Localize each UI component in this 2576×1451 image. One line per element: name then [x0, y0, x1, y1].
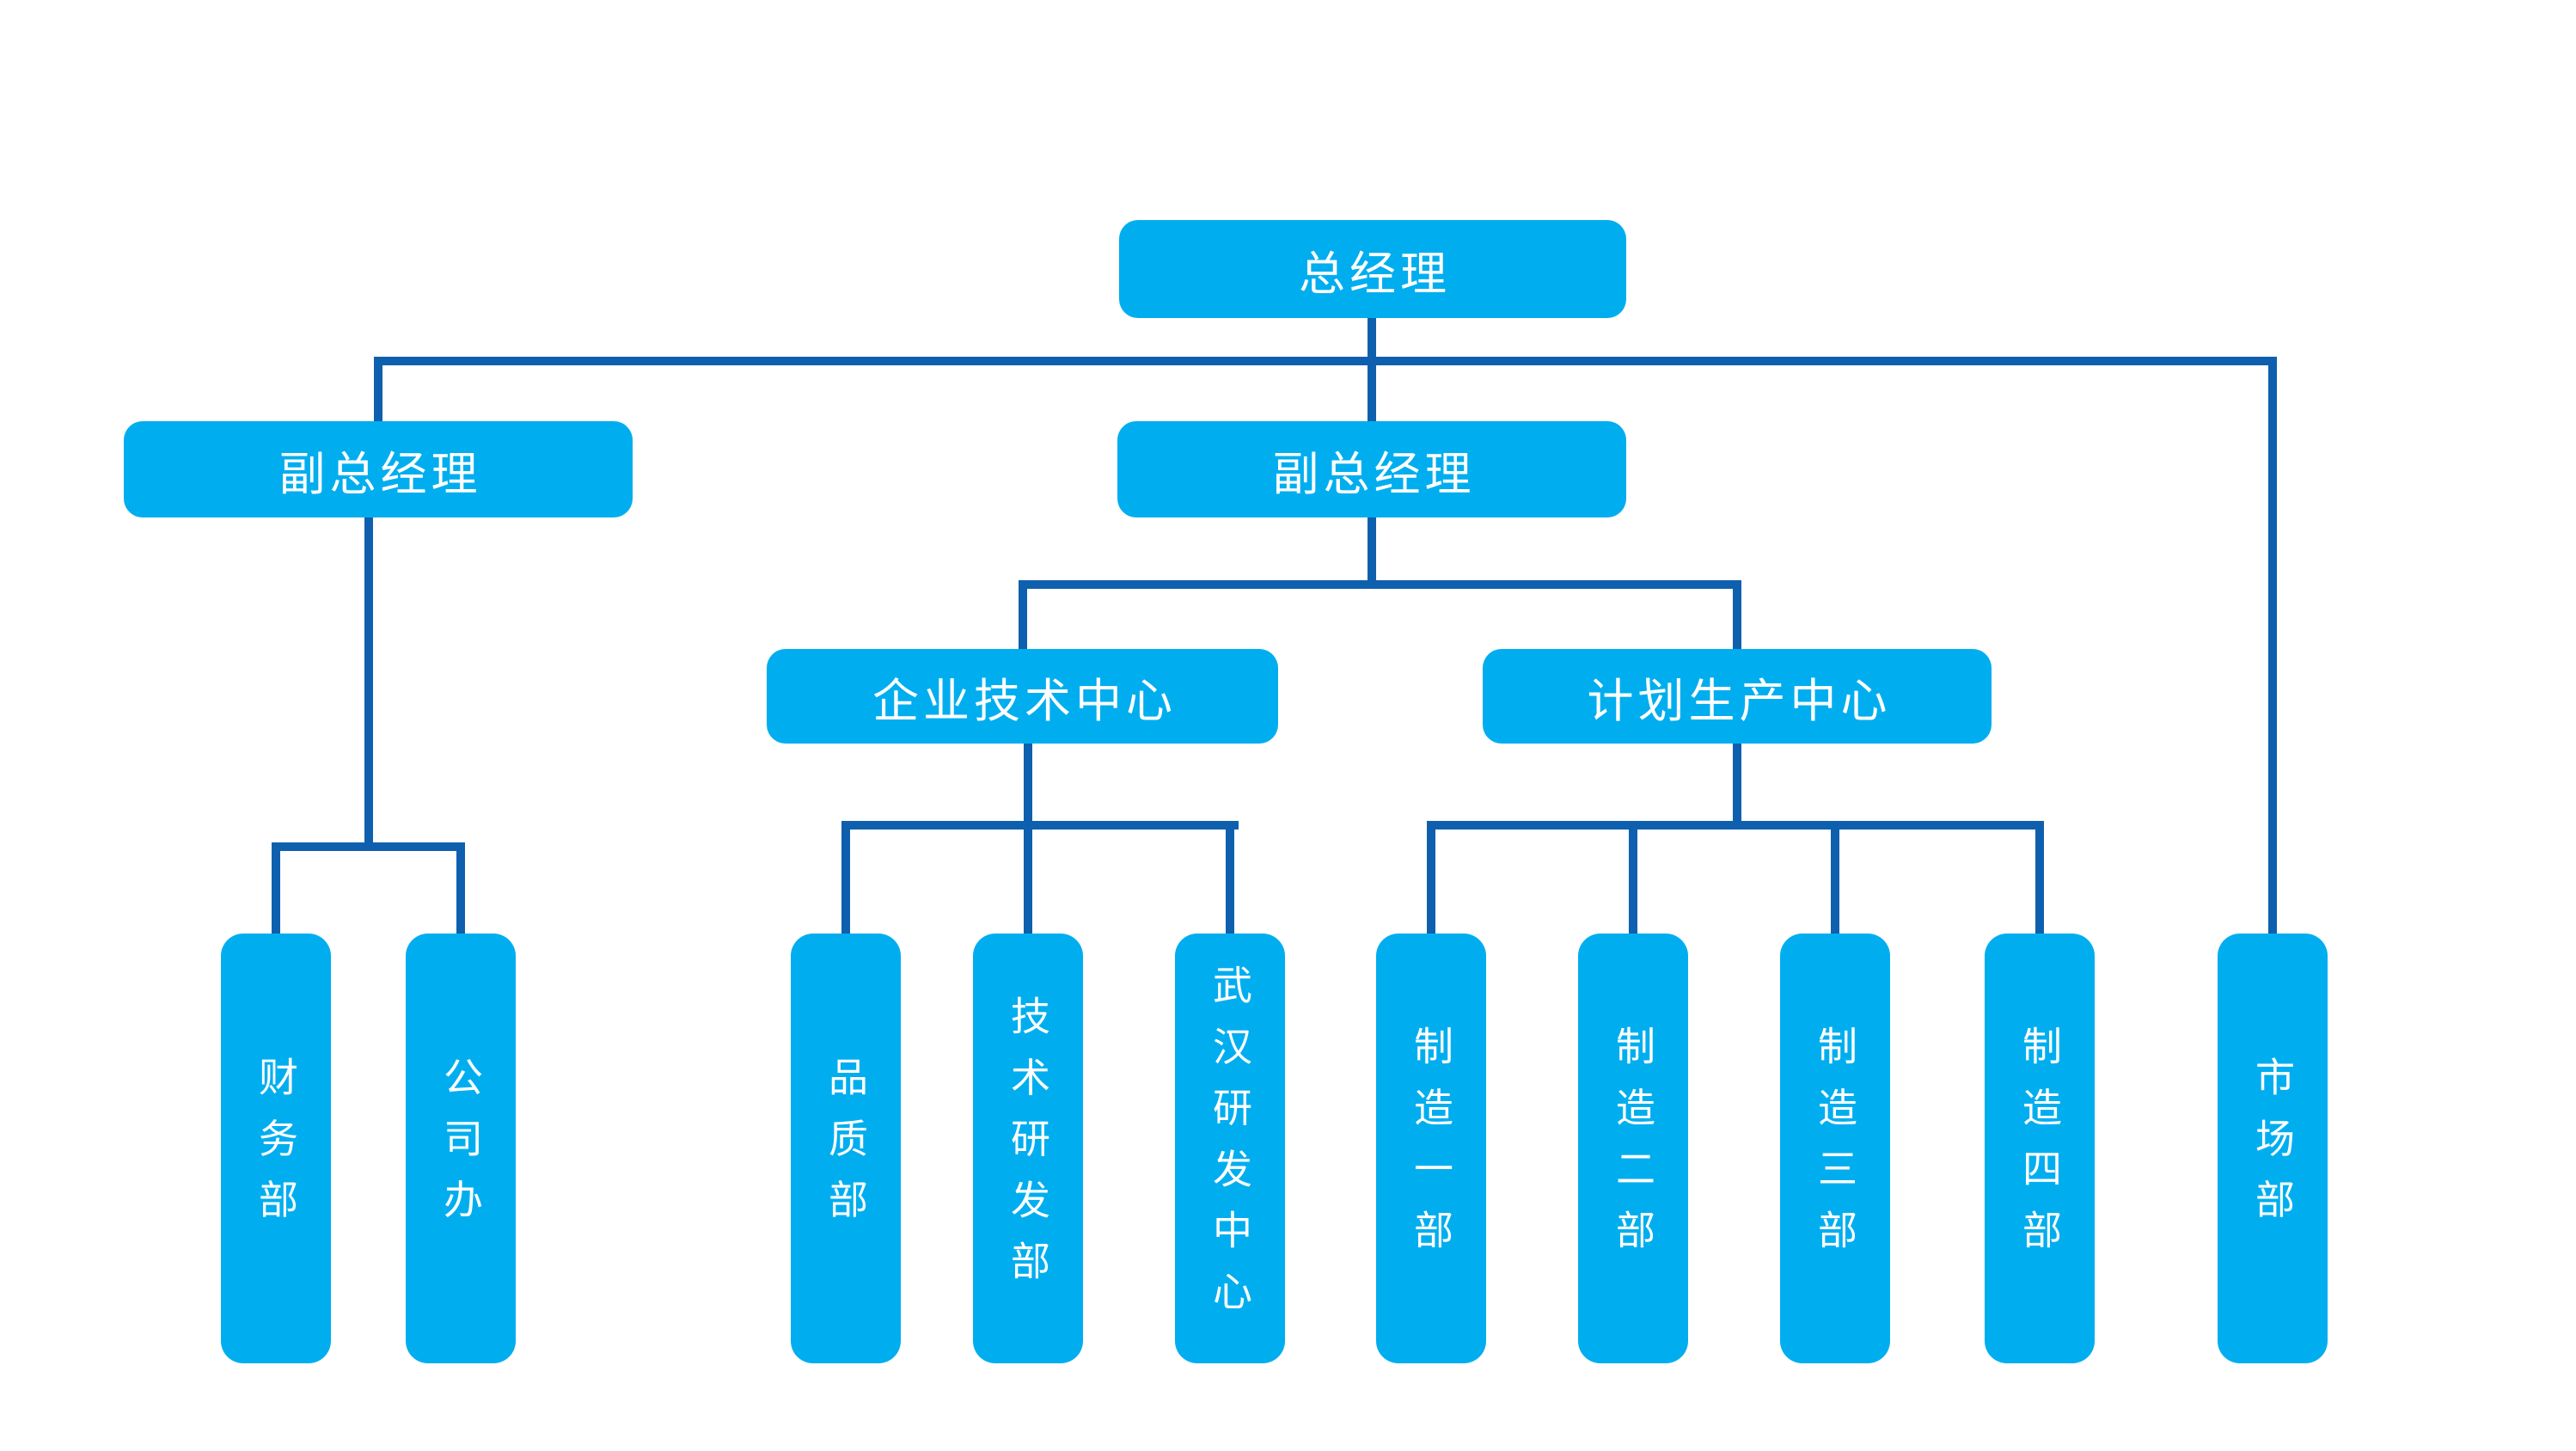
connector-drop-mfg1: [1427, 821, 1435, 937]
org-node-marketing-dept: 市场部: [2218, 934, 2328, 1363]
org-node-manufacturing-dept-2: 制造二部: [1578, 934, 1688, 1363]
org-node-finance-dept: 财务部: [221, 934, 331, 1363]
connector-prod-subrail: [1427, 821, 2044, 830]
connector-deputy-center-stem: [1368, 514, 1376, 589]
org-node-deputy-gm-center: 副总经理: [1117, 421, 1626, 517]
connector-drop-deputy-left: [374, 357, 382, 426]
org-node-deputy-gm-left: 副总经理: [124, 421, 633, 517]
org-node-tech-rd-dept: 技术研发部: [973, 934, 1083, 1363]
org-node-wuhan-rd-center: 武汉研发中心: [1175, 934, 1285, 1363]
connector-drop-marketing: [2268, 357, 2277, 937]
org-node-planning-production-center: 计划生产中心: [1483, 649, 1992, 744]
connector-drop-tech-center: [1019, 580, 1027, 653]
connector-mid-rail: [1019, 580, 1741, 589]
connector-drop-mfg4: [2035, 821, 2044, 937]
connector-drop-tech-rd: [1024, 821, 1032, 937]
connector-drop-office: [456, 842, 465, 937]
connector-gm-stem: [1368, 314, 1376, 361]
connector-drop-prod-center: [1733, 580, 1741, 653]
connector-left-subrail: [272, 842, 465, 851]
connector-drop-mfg3: [1831, 821, 1839, 937]
org-node-enterprise-tech-center: 企业技术中心: [767, 649, 1278, 744]
connector-prod-stem: [1733, 739, 1741, 830]
org-node-manufacturing-dept-1: 制造一部: [1376, 934, 1486, 1363]
connector-deputy-left-stem: [364, 514, 373, 851]
connector-drop-mfg2: [1629, 821, 1637, 937]
connector-tech-subrail: [841, 821, 1239, 830]
connector-drop-wuhan: [1226, 821, 1234, 937]
connector-tech-stem: [1024, 739, 1032, 830]
connector-drop-quality: [841, 821, 850, 937]
connector-drop-finance: [272, 842, 280, 937]
connector-drop-deputy-center: [1368, 357, 1376, 426]
org-node-manufacturing-dept-4: 制造四部: [1985, 934, 2095, 1363]
connector-top-rail: [374, 357, 2277, 365]
org-node-quality-dept: 品质部: [791, 934, 901, 1363]
org-node-manufacturing-dept-3: 制造三部: [1780, 934, 1890, 1363]
org-node-company-office: 公司办: [406, 934, 516, 1363]
org-node-general-manager: 总经理: [1119, 220, 1626, 318]
